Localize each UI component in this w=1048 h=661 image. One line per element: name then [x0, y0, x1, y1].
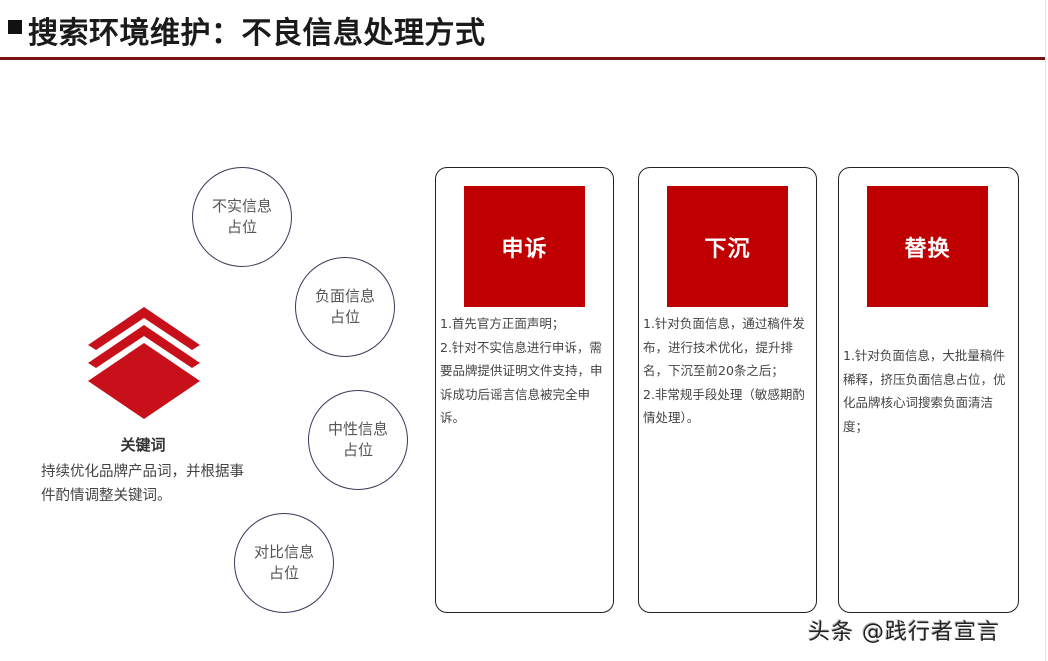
- card-title-replace: 替换: [867, 186, 988, 307]
- circle-negative-info-placement: 负面信息占位: [295, 257, 395, 357]
- watermark: 头条 @践行者宣言: [808, 620, 1000, 645]
- header: 搜索环境维护：不良信息处理方式: [0, 0, 1048, 62]
- card-sink: 下沉 1.针对负面信息，通过稿件发布，进行技术优化，提升排名，下沉至前20条之后…: [638, 167, 817, 613]
- title-divider: [0, 57, 1045, 60]
- circle-label: 对比信息占位: [253, 543, 314, 582]
- stacked-diamond-layers-icon: [84, 305, 204, 425]
- card-body-replace: 1.针对负面信息，大批量稿件稀释，挤压负面信息占位，优化品牌核心词搜索负面清洁度…: [843, 348, 1006, 434]
- title-bullet-square-icon: [8, 20, 22, 34]
- card-body-appeal: 1.首先官方正面声明；2.针对不实信息进行申诉，需要品牌提供证明文件支持，申诉成…: [440, 316, 603, 425]
- circle-false-info-placement: 不实信息占位: [192, 167, 292, 267]
- keyword-description: 持续优化品牌产品词，并根据事件酌情调整关键词。: [41, 464, 244, 504]
- circle-label: 中性信息占位: [327, 420, 388, 459]
- circle-comparison-info-placement: 对比信息占位: [234, 513, 334, 613]
- page-edge-divider: [1045, 0, 1046, 661]
- card-title-appeal: 申诉: [464, 186, 585, 307]
- circle-neutral-info-placement: 中性信息占位: [308, 390, 408, 490]
- card-replace: 替换 1.针对负面信息，大批量稿件稀释，挤压负面信息占位，优化品牌核心词搜索负面…: [838, 167, 1019, 613]
- card-title-sink: 下沉: [667, 186, 788, 307]
- card-appeal: 申诉 1.首先官方正面声明；2.针对不实信息进行申诉，需要品牌提供证明文件支持，…: [435, 167, 614, 613]
- circle-label: 负面信息占位: [314, 287, 375, 326]
- card-body-sink: 1.针对负面信息，通过稿件发布，进行技术优化，提升排名，下沉至前20条之后；2.…: [643, 316, 805, 425]
- circle-label: 不实信息占位: [211, 197, 272, 236]
- keyword-title: 关键词: [120, 436, 166, 454]
- page-title: 搜索环境维护：不良信息处理方式: [28, 16, 486, 51]
